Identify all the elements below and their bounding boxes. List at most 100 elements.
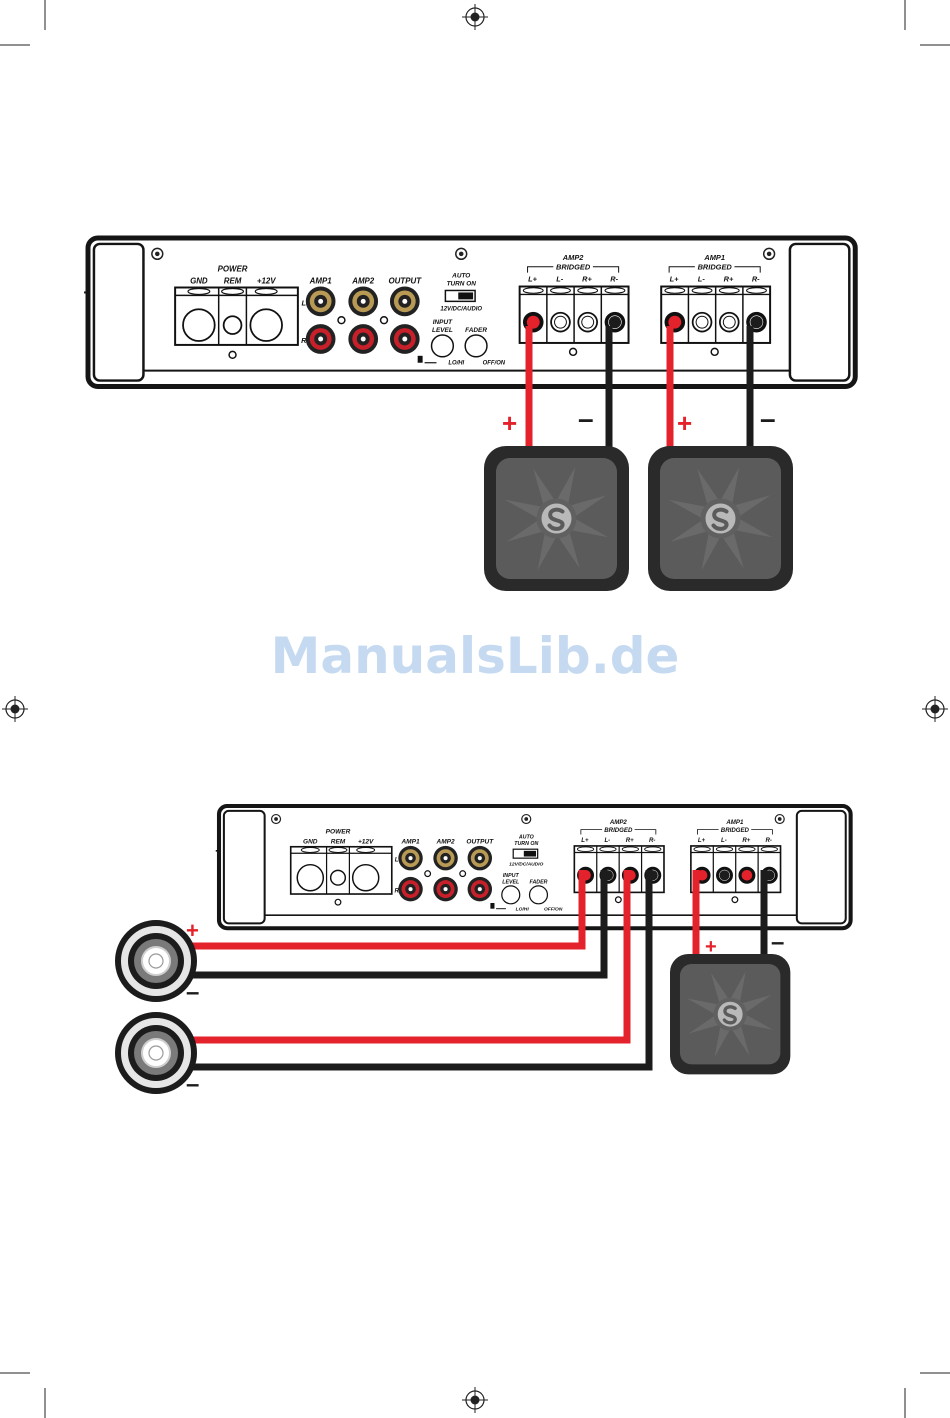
led-indicator	[731, 896, 739, 904]
input-level-label: INPUT	[433, 319, 453, 326]
terminal-label: L-	[556, 275, 564, 284]
terminal-label: L-	[721, 837, 727, 844]
terminal-screw-icon	[550, 311, 571, 333]
logo-burst-icon	[504, 466, 609, 571]
screw-icon	[762, 247, 776, 261]
polarity-sign-negative: –	[578, 403, 594, 434]
fader-knob	[528, 885, 549, 905]
input-level-label: LEVEL	[502, 879, 519, 885]
rca-jack-icon	[348, 286, 379, 317]
rca-jack-icon	[305, 324, 336, 354]
polarity-sign-negative: –	[771, 929, 784, 956]
rca-row-label: L	[302, 298, 307, 307]
switch-label: TURN ON	[514, 841, 538, 847]
rca-jack-icon	[467, 845, 493, 871]
wire-positive	[190, 870, 586, 950]
terminal-screw-icon	[249, 308, 283, 342]
screw-icon	[455, 247, 468, 261]
led-indicator	[228, 350, 237, 360]
rca-row-label: L	[395, 856, 399, 863]
heatsink-right	[795, 809, 847, 925]
power-title-label: POWER	[218, 265, 248, 274]
polarity-sign-positive: +	[705, 936, 717, 958]
terminal-label: R+	[742, 837, 750, 844]
rca-jack-icon	[433, 845, 458, 871]
terminal-label: L+	[670, 275, 680, 284]
input-level-label: INPUT	[503, 873, 520, 879]
registration-mark-top	[462, 4, 488, 30]
registration-mark-right	[922, 696, 948, 722]
bridged-label: BRIDGED	[604, 827, 633, 834]
polarity-sign-positive: +	[186, 918, 199, 943]
bridged-label: BRIDGED	[698, 263, 733, 272]
rca-header-label: AMP2	[436, 838, 455, 845]
terminal-screw-icon	[351, 863, 380, 892]
rca-header-label: AMP2	[351, 277, 375, 286]
switch-label: TURN ON	[447, 281, 477, 288]
led-indicator	[334, 898, 342, 906]
screw-icon	[774, 813, 785, 825]
rca-header-label: OUTPUT	[389, 277, 423, 286]
fader-knob	[464, 334, 488, 358]
terminal-label-gnd: GND	[190, 277, 208, 286]
terminal-screw-icon	[329, 869, 347, 886]
rca-input-group: AMP1 AMP2 OUTPUT L R	[301, 277, 422, 354]
terminal-label: R-	[765, 837, 771, 844]
terminal-label-12v: +12V	[358, 838, 374, 845]
terminal-screw-icon	[718, 311, 740, 333]
input-level-caption: LO/HI	[448, 361, 464, 367]
rca-row-label: R	[301, 336, 307, 345]
rca-header-label: AMP1	[309, 277, 332, 286]
heatsink-right	[788, 242, 851, 382]
logo-burst-icon	[668, 466, 773, 571]
power-title-label: POWER	[326, 829, 351, 836]
amp-channel-title: AMP2	[562, 253, 584, 262]
wire-negative	[190, 870, 608, 979]
terminal-screw-icon	[182, 308, 216, 342]
rca-jack-icon	[467, 876, 493, 902]
watermark: ManualsLib.de	[271, 627, 680, 685]
terminal-label: R-	[752, 275, 760, 284]
fader-label: FADER	[530, 879, 548, 885]
polarity-sign-negative: –	[760, 403, 776, 434]
terminal-label: L-	[604, 837, 610, 844]
rca-jack-icon	[398, 876, 423, 902]
led-indicator	[614, 896, 622, 904]
terminal-label-rem: REM	[331, 838, 346, 845]
rca-jack-icon	[389, 324, 420, 354]
switch-caption: 12V/DC/AUDIO	[440, 306, 482, 312]
terminal-label: R+	[582, 275, 592, 284]
registration-mark-left	[2, 696, 28, 722]
terminal-screw-icon	[222, 315, 243, 335]
led-indicator	[379, 315, 389, 325]
heatsink-left	[222, 809, 266, 925]
led-indicator	[459, 870, 467, 878]
rca-jack-icon	[305, 286, 336, 317]
input-level-knob	[501, 885, 521, 905]
input-level-knob	[430, 334, 455, 358]
amp-channel-title: AMP1	[703, 253, 725, 262]
terminal-label: R+	[724, 275, 734, 284]
terminal-screw-icon	[738, 866, 756, 884]
wire-positive	[190, 870, 631, 1044]
rca-header-label: OUTPUT	[466, 838, 494, 845]
speaker-icon	[115, 1012, 197, 1094]
switch-caption: 12V/DC/AUDIO	[509, 861, 543, 867]
logo-burst-icon	[687, 971, 774, 1058]
input-level-caption: LO/HI	[516, 906, 530, 912]
rca-row-label: R	[394, 887, 399, 894]
terminal-label: R-	[649, 837, 655, 844]
heatsink-left	[92, 242, 145, 382]
fader-caption: OFF/ON	[483, 361, 506, 367]
